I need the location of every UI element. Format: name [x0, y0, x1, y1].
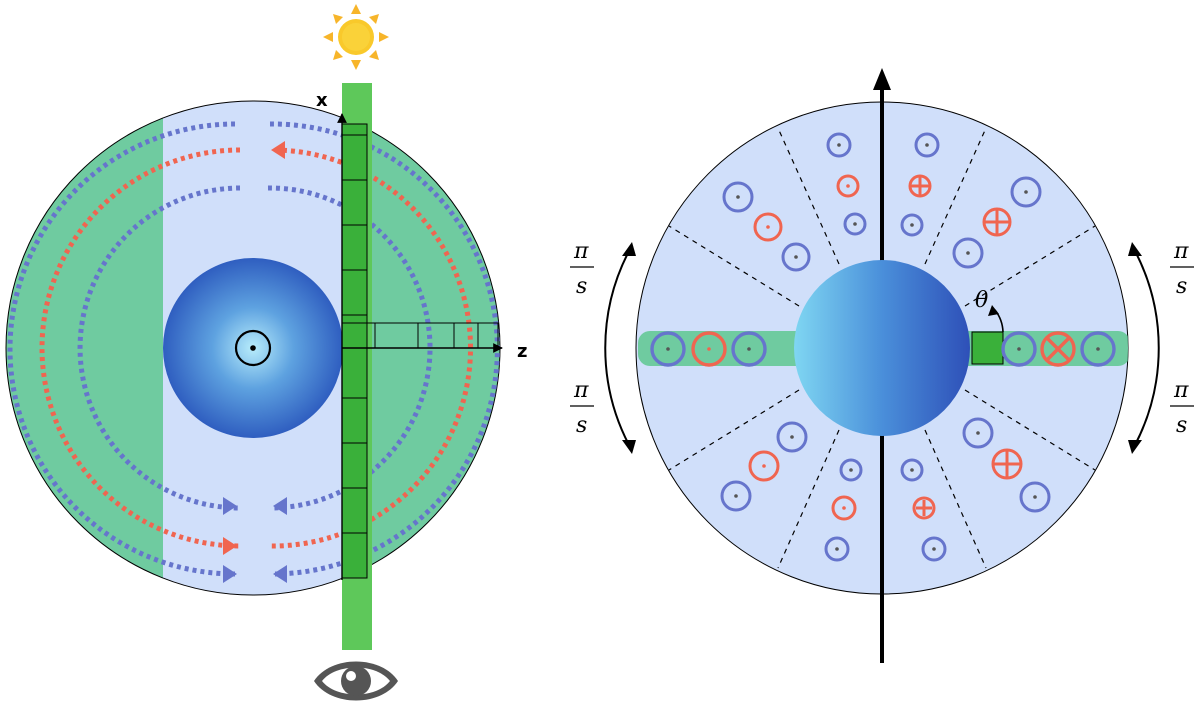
right-panel: θ: [570, 68, 1194, 663]
fraction-numerator: π: [1173, 378, 1189, 403]
planet: [794, 260, 970, 436]
dot-circle-icon: [234, 329, 272, 367]
sector-marker-dots: [734, 143, 1037, 551]
grid-column: [341, 123, 368, 579]
x-axis-label: x: [316, 90, 328, 111]
sector-boundaries: [668, 127, 1096, 569]
blue-stream-outer-left: [7, 121, 236, 577]
arrowhead: [273, 497, 287, 515]
band-markers: [650, 331, 1116, 367]
fraction-top-right: π s: [1170, 239, 1194, 299]
fraction-denominator: s: [1176, 413, 1187, 438]
sun-icon: [323, 4, 389, 70]
grid-ticks: [342, 134, 367, 534]
fraction-numerator: π: [573, 239, 589, 264]
plus-markers: [911, 177, 1020, 516]
blue-stream-inner-left: [77, 185, 241, 511]
rotation-arrowheads: [622, 242, 1142, 454]
observing-cell: [971, 331, 1004, 365]
fraction-bottom-left: π s: [570, 378, 594, 438]
fraction-denominator: s: [1176, 274, 1187, 299]
theta-label: θ: [975, 288, 988, 313]
left-panel: x z: [5, 4, 527, 701]
fraction-bottom-right: π s: [1170, 378, 1194, 438]
z-axis-label: z: [517, 341, 527, 362]
fraction-numerator: π: [573, 378, 589, 403]
green-zone-left: [6, 101, 163, 595]
eye-icon: [314, 661, 398, 701]
arrowhead: [223, 497, 237, 515]
band-marker-dots: [666, 347, 1100, 351]
grid-row-ticks: [374, 323, 479, 348]
fraction-top-left: π s: [570, 239, 594, 299]
stream-arrowheads: [223, 141, 287, 583]
fraction-numerator: π: [1173, 239, 1189, 264]
fraction-denominator: s: [576, 413, 587, 438]
angle-arrowhead: [988, 305, 999, 316]
rotation-axis-arrowhead: [873, 68, 891, 90]
rotation-arrows: [604, 250, 1160, 446]
sector-markers: [720, 132, 1051, 562]
fraction-denominator: s: [576, 274, 587, 299]
arrowhead: [223, 537, 237, 555]
arrowhead: [223, 565, 237, 583]
arrowhead: [271, 141, 285, 159]
arrowhead: [273, 565, 287, 583]
green-zone-right: [355, 101, 500, 595]
